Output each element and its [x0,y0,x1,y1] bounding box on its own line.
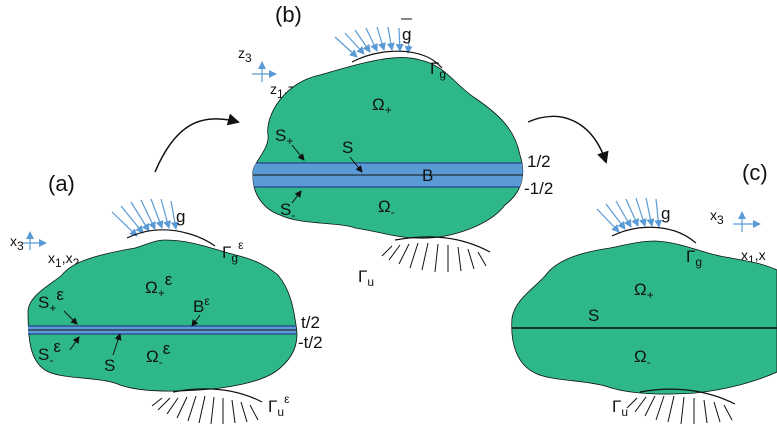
interface-label-b: S [342,138,353,157]
upper-domain-label-c: Ω+ [634,280,654,302]
layer-label-b: B [422,166,433,185]
panel-a: (a) x3 x1,x2 g Γgε Ω+ε Ω-ε S+ε S-ε [10,171,323,425]
bottom-face-pointer-a [69,336,80,351]
support-boundary-label-b: Γu [358,267,374,289]
support-boundary-label-c: Γu [612,397,628,419]
support-boundary-label-a: Γuε [268,392,290,419]
body-c [511,240,777,395]
layer-b [252,162,523,188]
load-arrows-b [334,26,413,58]
axis-a-horizontal-label: x1,x2 [48,250,80,270]
dirichlet-boundary-label-a: Γgε [222,238,244,265]
axis-triad-a: x3 x1,x2 [10,231,80,270]
lower-domain-label-c: Ω- [634,347,651,369]
load-arrows-a [111,198,179,237]
transition-arrow-a-to-b [154,113,240,173]
interface-label-a: S [104,356,115,375]
thickness-top-a: t/2 [301,313,320,332]
axis-b-vertical-label: z3 [238,45,252,65]
axis-c-horizontal-label: x1,x [741,247,766,267]
panel-a-tag: (a) [48,171,75,196]
interface-label-c: S [588,306,599,325]
axis-c-vertical-label: x3 [710,207,724,227]
dirichlet-boundary-label-c: Γg [686,247,702,269]
load-label-a: g [176,207,185,226]
traction-boundary-b [351,50,443,69]
top-face-label-a: S+ε [38,285,64,315]
body-a [27,239,298,392]
panel-b: (b) z3 z1,z2 g Γg Ω+ Ω- [238,2,553,289]
clamped-support-a [151,388,263,425]
thickness-top-b: 1/2 [527,152,551,171]
bottom-face-pointer-b [291,190,302,204]
lower-domain-label-b: Ω- [378,197,395,219]
clamped-support-c [626,388,736,425]
thickness-bottom-b: -1/2 [524,179,553,198]
clamped-support-b [381,236,491,273]
layer-pointer-a [191,314,201,327]
traction-boundary-c [611,226,697,244]
upper-domain-label-a: Ω+ε [145,270,173,300]
axis-triad-c: x3 x1,x [710,207,766,267]
traction-boundary-a [126,229,216,247]
load-arrows-c [596,197,663,233]
dirichlet-boundary-label-b: Γg [430,59,446,81]
top-face-pointer-a [63,310,78,325]
lower-domain-label-a: Ω-ε [146,339,171,369]
axis-a-vertical-label: x3 [10,233,24,253]
transition-arrow-b-to-c [527,115,609,164]
panel-c: (c) x3 x1,x g Γg Ω+ Ω- S [511,160,777,425]
bottom-face-label-a: S-ε [38,337,61,367]
top-face-pointer-b [291,144,305,161]
top-face-label-b: S+ [275,126,293,148]
layer-label-a: Bε [193,294,210,316]
upper-domain-label-b: Ω+ [372,95,392,117]
panel-c-tag: (c) [742,160,768,185]
panel-b-tag: (b) [275,2,302,27]
load-label-b: g [402,25,411,44]
interface-pointer-b [349,156,363,173]
load-label-c: g [661,204,670,223]
bottom-face-label-b: S- [280,200,295,222]
interface-pointer-a [112,333,122,356]
thickness-bottom-a: -t/2 [298,333,323,352]
